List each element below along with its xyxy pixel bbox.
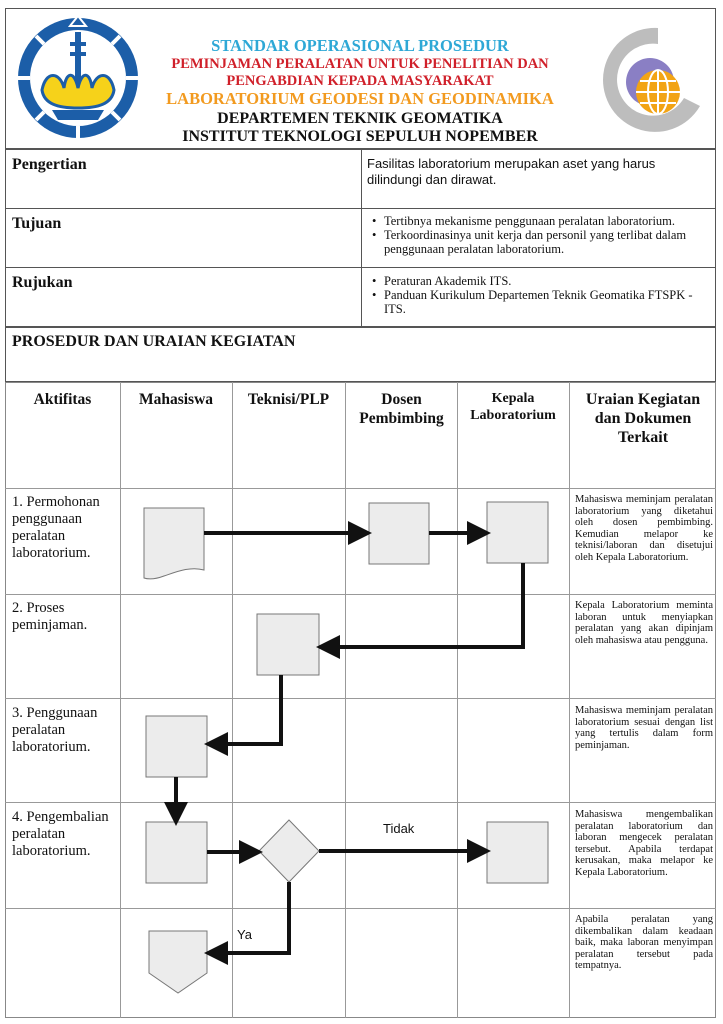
description-2: Kepala Laboratorium meminta laboran untu… [575, 600, 713, 646]
connector [204, 675, 283, 756]
rujukan-item: Peraturan Akademik ITS. [372, 274, 704, 288]
header-subtitle-1: PEMINJAMAN PERALATAN UNTUK PENELITIAN DA… [171, 56, 549, 72]
tujuan-item: Terkoordinasinya unit kerja dan personil… [372, 228, 723, 256]
header-institute: INSTITUT TEKNOLOGI SEPULUH NOPEMBER [182, 128, 538, 145]
rujukan-label: Rujukan [12, 274, 73, 291]
process-box-mahasiswa-use [145, 715, 208, 778]
process-box-dosen [368, 502, 430, 565]
header-lab-name: LABORATORIUM GEODESI DAN GEODINAMIKA [166, 89, 554, 108]
connector [204, 882, 291, 965]
label-ya: Ya [237, 927, 252, 942]
tujuan-label: Tujuan [12, 215, 62, 232]
activity-2: 2. Proses peminjaman. [12, 600, 88, 633]
geomatika-logo-icon [603, 27, 700, 132]
rujukan-list: Peraturan Akademik ITS. Panduan Kurikulu… [366, 274, 704, 316]
pengertian-label: Pengertian [12, 156, 87, 173]
header-title: STANDAR OPERASIONAL PROSEDUR [211, 36, 509, 55]
header-subtitle-2: PENGABDIAN KEPADA MASYARAKAT [226, 73, 494, 89]
offpage-connector [148, 930, 208, 994]
document-shape [143, 507, 205, 580]
activity-1: 1. Permohonan penggunaan peralatan labor… [12, 494, 100, 561]
rujukan-item: Panduan Kurikulum Departemen Teknik Geom… [372, 288, 704, 316]
tujuan-item: Tertibnya mekanisme penggunaan peralatan… [372, 214, 723, 228]
connector [316, 563, 525, 659]
activity-3: 3. Penggunaan peralatan laboratorium. [12, 705, 98, 755]
column-header-mahasiswa: Mahasiswa [138, 391, 214, 408]
procedure-title-box [5, 327, 716, 382]
procedure-table [5, 382, 716, 1018]
activity-4: 4. Pengembalian peralatan laboratorium. [12, 809, 109, 859]
process-box-mahasiswa-return [145, 821, 208, 884]
header-department: DEPARTEMEN TEKNIK GEOMATIKA [217, 110, 503, 127]
its-logo-icon [18, 14, 138, 138]
decision-diamond [258, 819, 320, 883]
description-5: Apabila peralatan yang dikembalikan dala… [575, 914, 713, 971]
process-box-kepala-lab [486, 501, 549, 564]
column-header-dosen: Dosen Pembimbing [359, 391, 444, 427]
pengertian-text: Fasilitas laboratorium merupakan aset ya… [367, 156, 656, 187]
column-header-aktifitas: Aktifitas [33, 391, 92, 408]
description-4: Mahasiswa mengembalikan peralatan labora… [575, 809, 713, 878]
process-box-teknisi [256, 613, 320, 676]
column-header-uraian: Uraian Kegiatan dan Dokumen Terkait [585, 391, 701, 446]
process-box-kepala-lab-report [486, 821, 549, 884]
label-tidak: Tidak [383, 821, 415, 836]
procedure-title: PROSEDUR DAN URAIAN KEGIATAN [12, 333, 296, 350]
description-3: Mahasiswa meminjam peralatan laboratoriu… [575, 705, 713, 751]
column-header-kepala-lab: Kepala Laboratorium [470, 391, 556, 423]
tujuan-list: Tertibnya mekanisme penggunaan peralatan… [366, 214, 723, 256]
description-1: Mahasiswa meminjam peralatan laboratoriu… [575, 494, 713, 563]
column-header-teknisi: Teknisi/PLP [247, 391, 330, 408]
header-box [5, 8, 716, 149]
